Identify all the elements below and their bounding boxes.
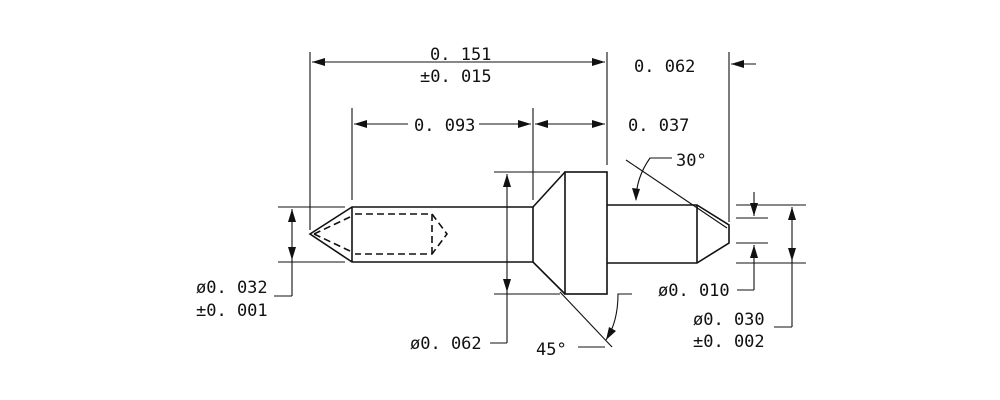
hidden-cone — [313, 216, 351, 252]
shoulder-length-label: 0. 037 — [628, 116, 689, 136]
pin-diameter-tolerance-label: ±0. 002 — [693, 332, 765, 352]
pin-section — [607, 204, 730, 264]
collar-diameter-label: ø0. 062 — [410, 334, 482, 354]
pin-diameter-label: ø0. 030 — [693, 310, 765, 330]
tail-section — [308, 206, 497, 263]
overall-tolerance-label: ±0. 015 — [420, 67, 492, 87]
overall-length-label: 0. 151 — [430, 45, 491, 65]
tip-length-label: 0. 062 — [634, 57, 695, 77]
tail-length-label: 0. 093 — [414, 116, 475, 136]
tip-diameter-label: ø0. 010 — [658, 281, 730, 301]
collar-body — [564, 171, 608, 295]
tail-diameter-tolerance-label: ±0. 001 — [196, 301, 268, 321]
dimension-labels: 0. 151 ±0. 015 0. 062 0. 093 0. 037 30° … — [196, 45, 765, 360]
extension-lines — [278, 52, 806, 295]
dimension-lines — [274, 58, 796, 348]
tip-angle-label: 30° — [676, 151, 707, 171]
chamfer-angle-label: 45° — [536, 340, 567, 360]
chamfer-angle-extension — [559, 291, 613, 348]
hidden-bore — [355, 213, 448, 255]
tail-diameter-label: ø0. 032 — [196, 278, 268, 298]
pin-part-outline — [308, 171, 730, 295]
